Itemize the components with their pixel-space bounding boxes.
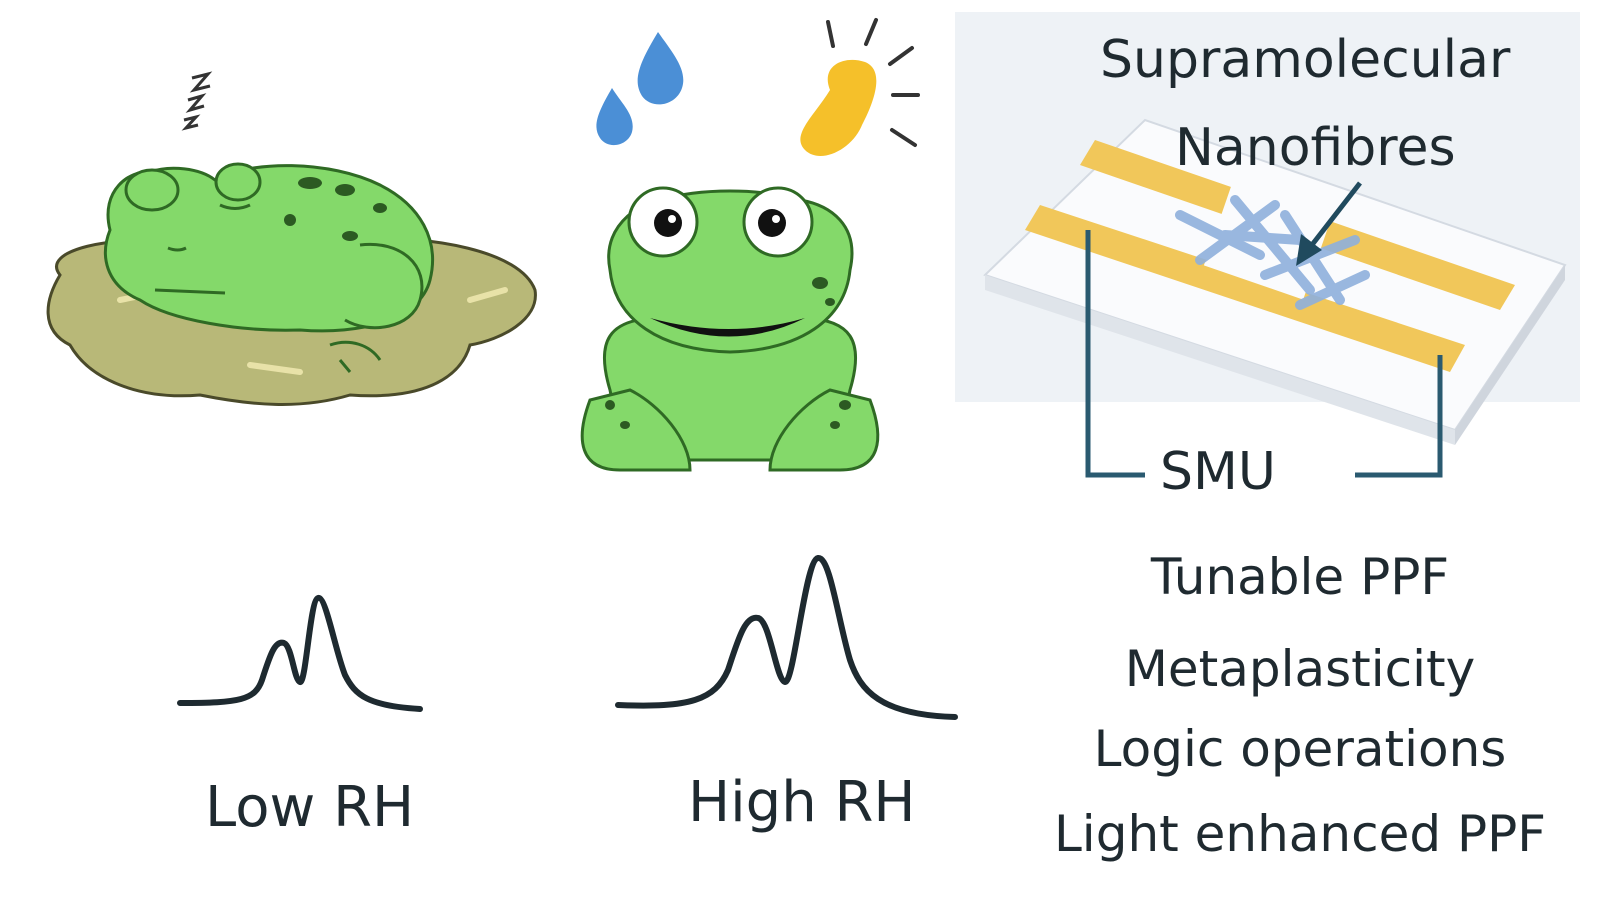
sleeping-frog [103,162,435,373]
high-rh-caption: High RH [688,770,916,835]
smu-wires [1085,230,1443,478]
low-rh-response-curve [177,595,423,712]
pointer-arrow [1296,181,1362,266]
feature-tunable-ppf: Tunable PPF [1150,548,1450,606]
smu-label: SMU [1160,442,1276,502]
feature-metaplasticity: Metaplasticity [1124,640,1476,698]
device-title-line2: Nanofibres [1175,118,1456,178]
feature-logic-operations: Logic operations [1093,720,1507,778]
happy-frog [580,186,880,472]
device-title-line1: Supramolecular [1100,30,1511,90]
high-rh-response-curve [615,555,958,720]
sun-icon [800,18,920,156]
feature-light-enhanced-ppf: Light enhanced PPF [1053,805,1547,863]
low-rh-caption: Low RH [205,775,415,840]
water-drop-icon [596,32,684,146]
nanofibres [1175,195,1370,310]
sleep-marks [181,71,213,131]
